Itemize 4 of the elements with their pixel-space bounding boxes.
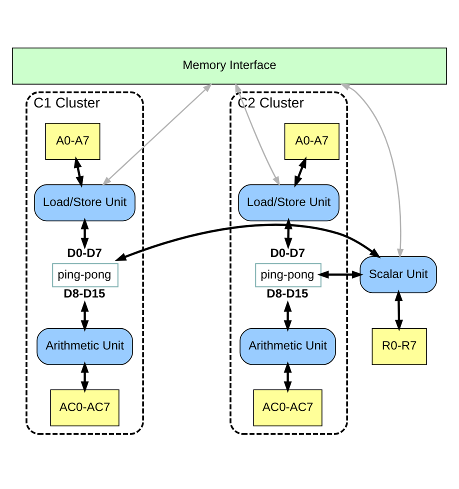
node-label: D0-D7 bbox=[270, 246, 306, 260]
node-label: D8-D15 bbox=[64, 286, 106, 300]
node-label: D0-D7 bbox=[67, 246, 102, 260]
node-label: D8-D15 bbox=[266, 286, 308, 300]
